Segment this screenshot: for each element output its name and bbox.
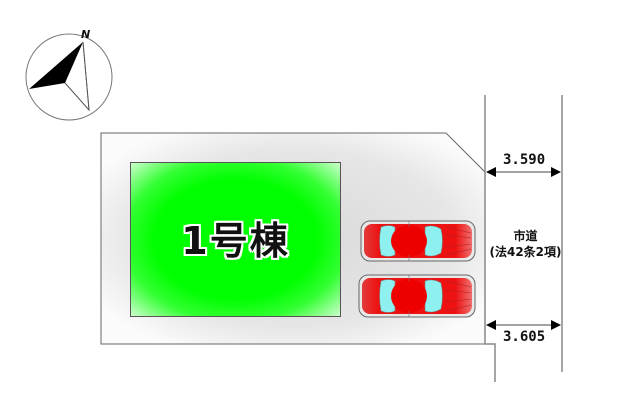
building-label: 1号棟 <box>181 219 290 263</box>
north-arrow-icon <box>25 33 113 121</box>
dimension-arrow-bottom <box>486 320 561 330</box>
car-icon <box>358 274 476 318</box>
road-label: 市道 (法42条2項) <box>478 228 573 260</box>
car-icon <box>360 220 476 262</box>
dimension-arrow-top <box>486 167 561 177</box>
road-boundaries <box>484 95 563 372</box>
building-1: 1号棟 <box>130 162 341 317</box>
road-width-top: 3.590 <box>503 152 546 168</box>
road-name: 市道 <box>513 229 538 243</box>
road-width-bottom: 3.605 <box>503 329 546 345</box>
north-label: N <box>81 28 91 41</box>
road-designation: (法42条2項) <box>489 245 562 259</box>
